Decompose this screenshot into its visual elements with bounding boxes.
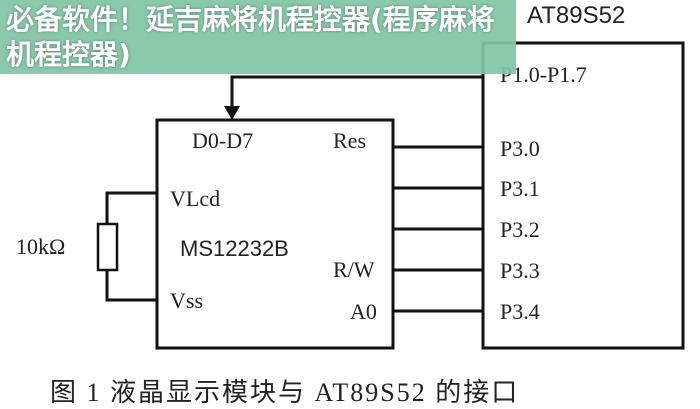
wire-vss [105,270,157,302]
lcd-pin-a0: A0 [350,299,377,324]
lcd-pin-vlcd: VLcd [170,186,221,211]
title-banner: 必备软件！延吉麻将机程控器(程序麻将 机程控器) [0,0,516,74]
data-bus-wire [230,75,483,108]
arrow-head [224,106,240,120]
lcd-module-box [155,118,395,350]
pin-p31: P3.1 [500,176,540,201]
banner-line-1: 必备软件！延吉麻将机程控器(程序麻将 [6,3,495,36]
lcd-name: MS12232B [180,236,289,261]
pin-p30: P3.0 [500,136,540,161]
lcd-pin-data: D0-D7 [192,128,254,153]
pin-p1: P1.0-P1.7 [500,62,587,87]
lcd-pin-res: Res [333,128,366,153]
resistor-label: 10kΩ [16,234,66,259]
resistor [96,222,119,272]
circuit-wires [96,41,685,350]
pin-p34: P3.4 [500,299,540,324]
mcu-box [481,41,685,350]
lcd-pin-vss: Vss [170,288,204,313]
pin-p32: P3.2 [500,217,540,242]
mcu-name: AT89S52 [527,2,626,29]
banner-line-2: 机程控器) [6,38,131,71]
wire-vlcd [105,191,157,224]
lcd-pin-rw: R/W [333,257,375,282]
pin-p33: P3.3 [500,258,540,283]
figure-caption: 图 1 液晶显示模块与 AT89S52 的接口 [50,378,520,407]
